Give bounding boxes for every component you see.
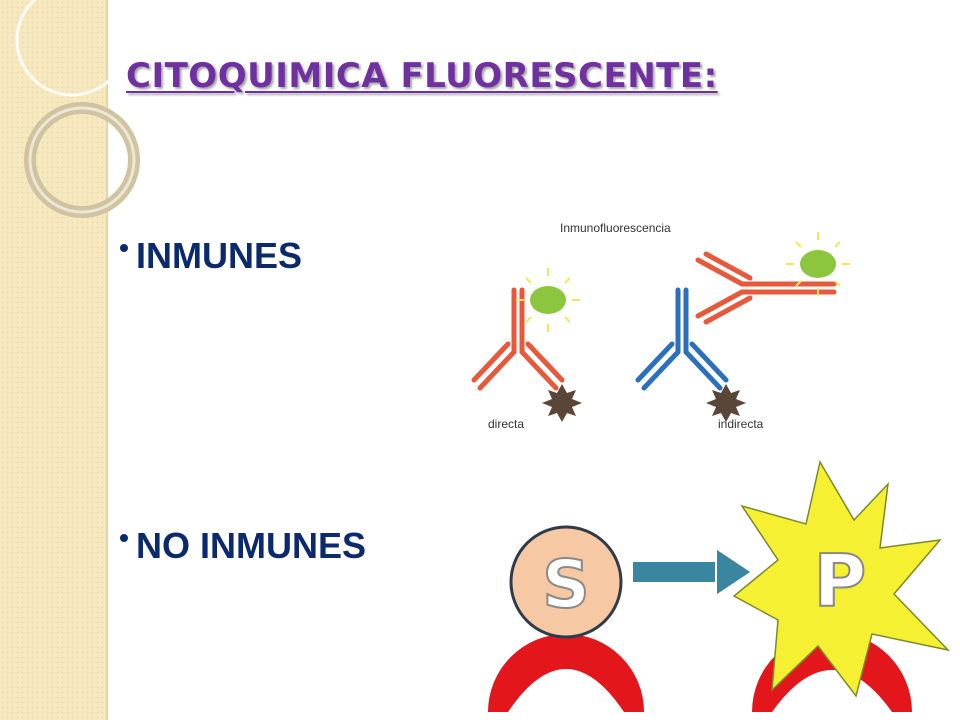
fluorophore-direct — [516, 268, 580, 332]
figure-title: Inmunofluorescencia — [560, 221, 671, 235]
decorative-rings — [15, 0, 140, 218]
label-indirecta: indirecta — [718, 417, 764, 431]
bullet-no-inmunes: NO INMUNES — [120, 525, 366, 567]
substrate-letter: S — [542, 546, 590, 623]
antigen-direct — [542, 384, 582, 422]
primary-antibody-indirect — [635, 287, 729, 391]
fluorophore-indirect — [786, 232, 850, 296]
bullet-dot — [120, 534, 128, 543]
label-directa: directa — [488, 417, 524, 431]
enzyme-reaction-diagram: S P — [488, 459, 951, 712]
bullet-no-inmunes-label: NO INMUNES — [136, 525, 367, 566]
product-burst — [732, 459, 951, 698]
slide-title: CITOQUIMICA FLUORESCENTE: — [126, 56, 718, 96]
enzyme-crescent-left — [488, 634, 644, 712]
substrate-circle — [509, 525, 623, 639]
antigen-indirect — [706, 384, 746, 422]
bullet-inmunes: INMUNES — [120, 235, 302, 277]
reaction-arrow — [631, 546, 754, 598]
bullet-dot — [120, 244, 128, 253]
bullet-inmunes-label: INMUNES — [136, 235, 303, 276]
primary-antibody-direct — [471, 287, 565, 391]
product-letter: P — [814, 539, 867, 623]
immunofluorescence-figure: Inmunofluorescencia directa — [471, 221, 850, 431]
